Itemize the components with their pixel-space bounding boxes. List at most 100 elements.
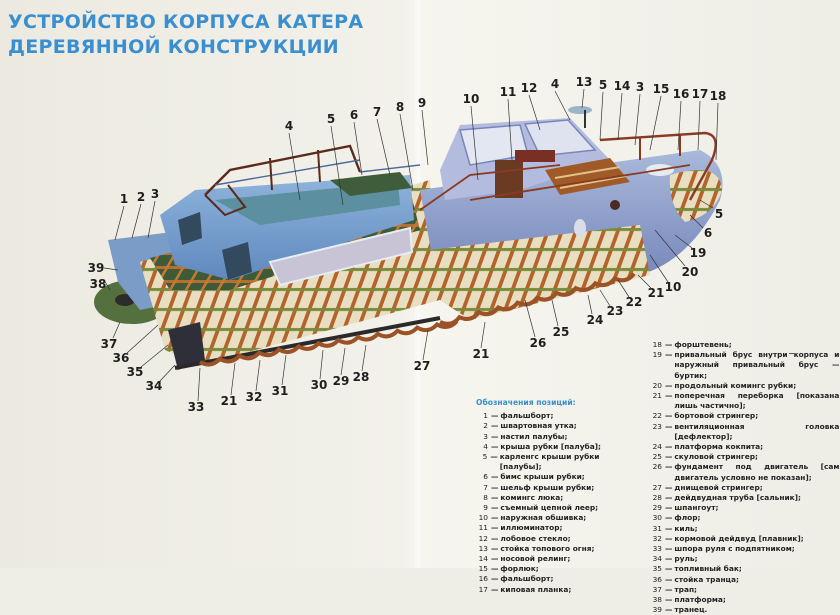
callout-29: 29: [332, 374, 350, 388]
legend-item: 8— комингс люка;: [476, 493, 636, 503]
legend-item-number: 5: [482, 452, 488, 462]
legend-item-text: фальшборт;: [500, 574, 554, 584]
legend-item-text: съемный цепной леер;: [500, 503, 599, 513]
callout-20: 20: [681, 265, 699, 279]
legend-item-number: 32: [652, 533, 662, 543]
legend-dash: —: [665, 554, 673, 564]
legend-item-number: 8: [483, 492, 488, 502]
legend-item: 9— съемный цепной леер;: [476, 503, 636, 513]
callout-10: 10: [462, 92, 480, 106]
legend-item: 29— шпангоут;: [650, 503, 840, 513]
legend-item-text: иллюминатор;: [500, 523, 563, 533]
legend-item-text: бортовой стрингер;: [674, 411, 759, 421]
callout-17: 17: [691, 87, 709, 101]
legend-dash: —: [491, 492, 499, 502]
legend-item: 23— вентиляционная головка [дефлектор];: [650, 422, 840, 442]
legend-item-number: 4: [483, 441, 488, 451]
legend-item: 31— киль;: [650, 524, 840, 534]
legend-item-text: киль;: [674, 523, 698, 533]
callout-32: 32: [245, 390, 263, 404]
callout-14: 14: [613, 79, 631, 93]
legend-item-text: стойка транца;: [674, 574, 739, 584]
legend-item-number: 36: [652, 574, 662, 584]
callout-6: 6: [703, 226, 713, 240]
legend-dash: —: [665, 493, 673, 503]
legend-dash: —: [665, 595, 673, 605]
legend-item: 27— днищевой стрингер;: [650, 483, 840, 493]
legend-item-text: поперечная переборка [показана лишь част…: [674, 391, 840, 411]
legend-item-number: 28: [652, 493, 662, 503]
legend-item: 14— носовой релинг;: [476, 554, 636, 564]
callout-24: 24: [586, 313, 604, 327]
legend-item: 6— бимс крыши рубки;: [476, 472, 636, 482]
legend-item-text: лобовое стекло;: [500, 533, 571, 543]
legend-item: 24— платформа кокпита;: [650, 442, 840, 452]
legend-item: 7— шельф крыши рубки;: [476, 483, 636, 493]
legend-item-text: днищевой стрингер;: [674, 482, 763, 492]
legend-item-number: 13: [478, 543, 488, 553]
callout-7: 7: [372, 105, 382, 119]
legend-item-number: 21: [652, 391, 662, 401]
callout-36: 36: [112, 351, 130, 365]
title-line-1: УСТРОЙСТВО КОРПУСА КАТЕРА: [8, 11, 364, 33]
legend-dash: —: [491, 554, 499, 564]
legend-item-number: 29: [652, 503, 662, 513]
legend-item-text: наружная обшивка;: [500, 513, 587, 523]
legend-item-text: транец.: [674, 605, 708, 615]
legend-item-number: 35: [652, 564, 662, 574]
legend-item-text: трап;: [674, 584, 698, 594]
callout-6: 6: [349, 108, 359, 122]
legend-item: 26— фундамент под двигатель [сам двигате…: [650, 462, 840, 482]
legend-dash: —: [665, 513, 673, 523]
callout-18: 18: [709, 89, 727, 103]
legend-dash: —: [665, 605, 673, 615]
legend-item-text: флор;: [674, 513, 701, 523]
legend-dash: —: [665, 452, 673, 462]
legend-item-text: швартовная утка;: [500, 421, 577, 431]
callout-5: 5: [714, 207, 724, 221]
legend-item: 17— киповая планка;: [476, 585, 636, 595]
legend-item-text: носовой релинг;: [500, 554, 571, 564]
ventilator: [610, 200, 620, 210]
legend-item-text: скуловой стрингер;: [674, 452, 758, 462]
legend-item-text: продольный комингс рубки;: [674, 380, 797, 390]
legend-dash: —: [665, 421, 673, 431]
legend-item: 38— платформа;: [650, 595, 840, 605]
legend-dash: —: [491, 431, 499, 441]
legend-item-number: 39: [652, 605, 662, 615]
callout-leader-lines: [103, 88, 719, 402]
legend-dash: —: [491, 472, 499, 482]
legend-item-number: 24: [652, 442, 662, 452]
callout-9: 9: [417, 96, 427, 110]
callout-19: 19: [689, 246, 707, 260]
legend-dash: —: [665, 462, 673, 472]
legend-item-text: руль;: [674, 554, 698, 564]
legend-item-text: платформа кокпита;: [674, 442, 764, 452]
legend-item-text: кормовой дейдвуд [плавник];: [674, 533, 804, 543]
callout-10: 10: [664, 280, 682, 294]
callout-21: 21: [472, 347, 490, 361]
legend-dash: —: [491, 482, 499, 492]
legend-item: 1— фальшборт;: [476, 411, 636, 421]
legend-dash: —: [665, 533, 673, 543]
legend-item: 3— настил палубы;: [476, 432, 636, 442]
masthead-light: [568, 106, 592, 114]
callout-28: 28: [352, 370, 370, 384]
callout-1: 1: [119, 192, 129, 206]
hull-framing-forward: [430, 225, 650, 320]
legend-item: 16— фальшборт;: [476, 574, 636, 584]
legend-item-number: 31: [652, 523, 662, 533]
legend-dash: —: [665, 584, 673, 594]
legend-dash: —: [490, 452, 498, 462]
legend-item: 20— продольный комингс рубки;: [650, 381, 840, 391]
legend-dash: —: [491, 513, 499, 523]
legend-item: 37— трап;: [650, 585, 840, 595]
legend-dash: —: [665, 482, 673, 492]
legend-item-number: 37: [652, 584, 662, 594]
legend-item: 36— стойка транца;: [650, 575, 840, 585]
legend-dash: —: [491, 503, 499, 513]
callout-21: 21: [647, 286, 665, 300]
callout-4: 4: [550, 77, 560, 91]
legend-item-text: вентиляционная головка [дефлектор];: [674, 421, 840, 441]
legend-item: 25— скуловой стрингер;: [650, 452, 840, 462]
